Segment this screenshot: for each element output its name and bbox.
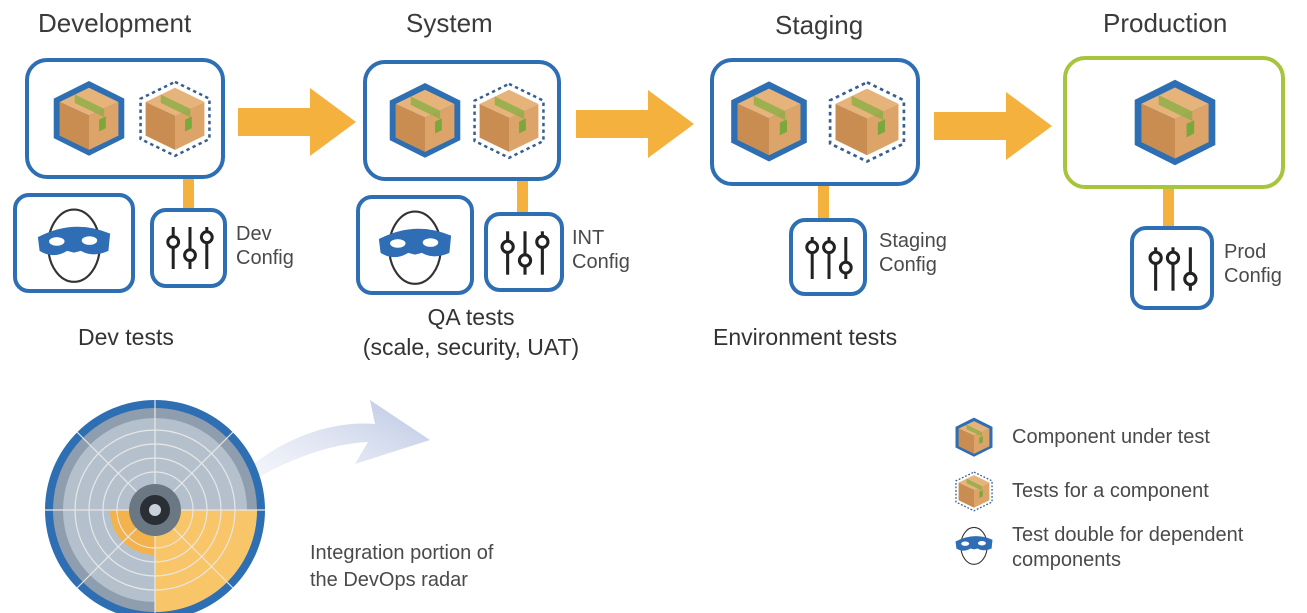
qa-tests-label: QA tests (scale, security, UAT) [362,304,580,360]
mask-icon [372,203,458,289]
sliders-icon [494,222,556,284]
dev-tests-label: Dev tests [78,324,174,350]
arrow-staging-to-production [932,86,1056,166]
devops-radar [45,400,430,613]
mask-icon [952,523,996,567]
connector-staging [818,184,829,220]
test-box-icon [467,78,551,162]
component-box-icon [47,76,131,160]
stage-title-production: Production [1103,8,1228,38]
staging-component-box [710,58,920,186]
prod-config-box [1130,226,1214,310]
stage-title-staging: Staging [775,10,864,40]
system-component-box [363,60,561,181]
dev-config-box [150,208,227,288]
swoosh-arrow [210,400,430,510]
connector-system [517,178,528,214]
connector-dev [183,176,194,212]
development-component-box [25,58,225,179]
production-component-box [1063,56,1285,189]
legend: Component under test Tests for a compone… [940,415,1300,605]
radar-caption: Integration portion of the DevOps radar [310,542,494,591]
staging-config-box [789,218,867,296]
test-box-icon [822,76,912,166]
arrow-dev-to-system [236,82,360,162]
box-icon [952,415,996,459]
component-box-icon [383,78,467,162]
connector-production [1163,187,1174,229]
sliders-icon [1142,238,1204,300]
sliders-icon [799,228,859,288]
dev-test-double-box [13,193,135,293]
component-box-icon [724,76,814,166]
stage-title-system: System [406,8,493,38]
test-box-icon [133,76,217,160]
dashed-box-icon [952,469,996,513]
arrow-system-to-staging [574,84,698,164]
int-config-box [484,212,564,292]
mask-icon [31,201,117,287]
sliders-icon [160,218,220,278]
environment-tests-label: Environment tests [713,324,898,350]
component-box-icon [1127,74,1223,170]
stage-title-development: Development [38,8,192,38]
system-test-double-box [356,195,474,295]
